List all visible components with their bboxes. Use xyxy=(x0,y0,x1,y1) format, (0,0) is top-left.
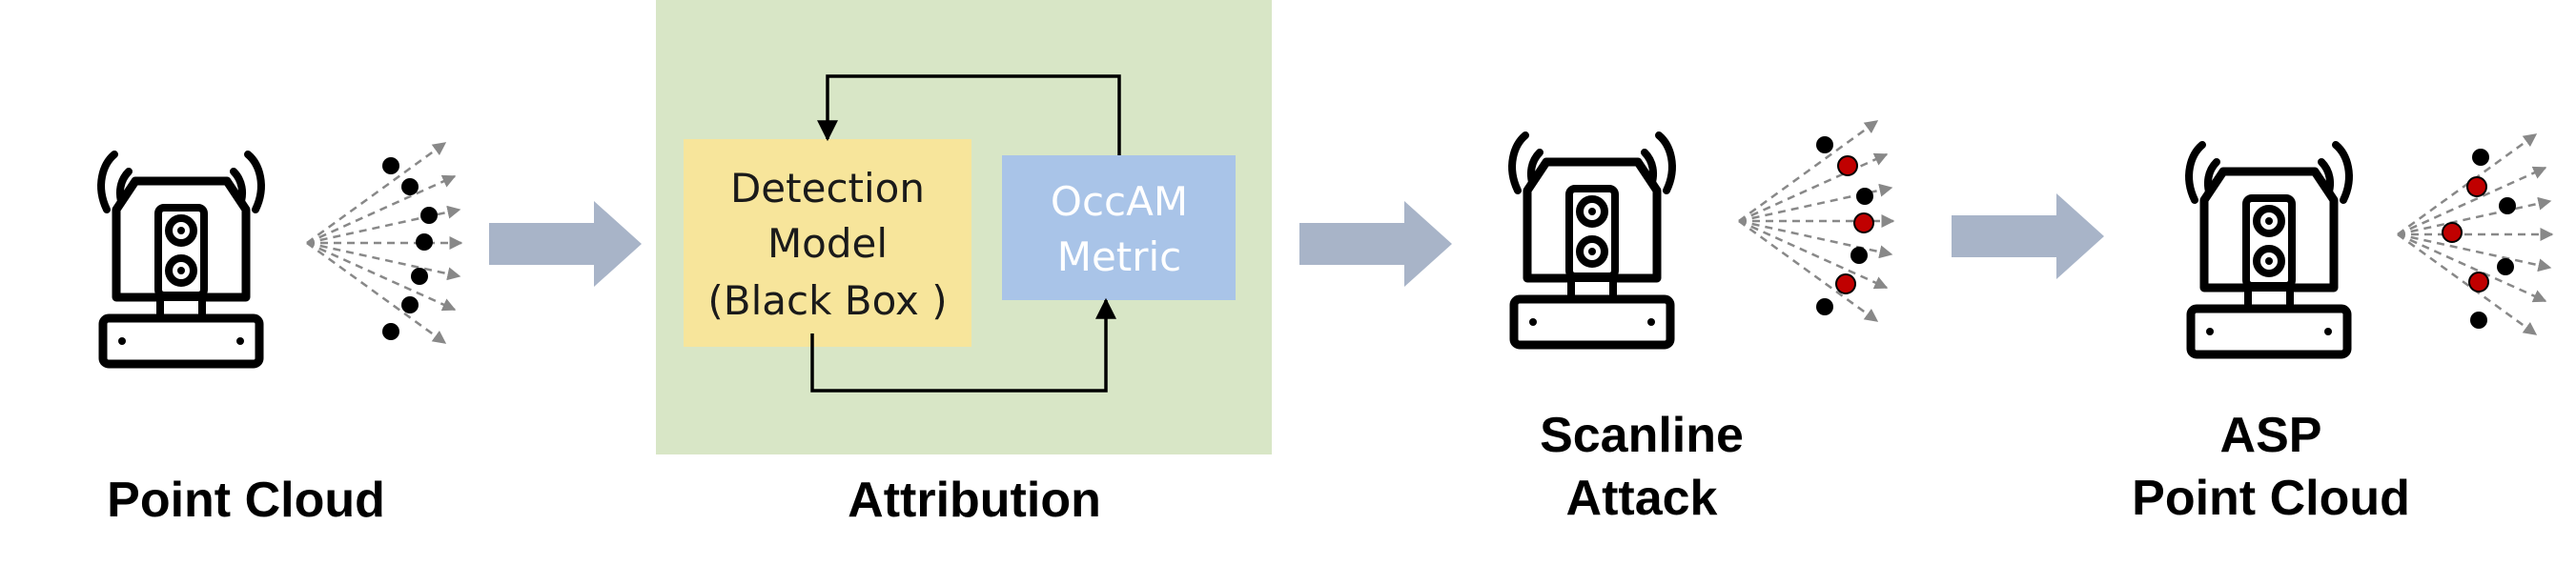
lidar-sensor-icon xyxy=(2189,145,2349,354)
attribution-label: Attribution xyxy=(848,473,1101,528)
feedback-arrow xyxy=(817,74,1121,155)
asp-label-line2: Point Cloud xyxy=(2132,471,2410,526)
laser-rays-icon xyxy=(2398,134,2552,334)
detection-model-line2: Model xyxy=(767,220,888,267)
asp-label-line1: ASP xyxy=(2220,408,2322,463)
point-cloud-label: Point Cloud xyxy=(107,473,385,528)
scanline-label-line2: Attack xyxy=(1566,471,1718,526)
flow-arrow-icon xyxy=(1952,193,2104,279)
flow-arrow-icon xyxy=(489,201,642,287)
lidar-sensor-icon xyxy=(101,154,261,364)
lidar-sensor-icon xyxy=(1512,135,1672,345)
laser-rays-icon xyxy=(1739,121,1893,321)
output-arrow xyxy=(810,297,1116,393)
flow-arrow-icon xyxy=(1299,201,1452,287)
occam-metric-line1: OccAM xyxy=(1051,178,1188,225)
stage-scanline-attack: Scanline Attack xyxy=(1512,121,1893,526)
occam-metric-line2: Metric xyxy=(1057,233,1182,280)
stage-point-cloud: Point Cloud xyxy=(101,143,461,528)
detection-model-box xyxy=(684,139,971,347)
stage-attribution: Detection Model (Black Box ) OccAM Metri… xyxy=(656,0,1272,528)
scanline-label-line1: Scanline xyxy=(1540,408,1744,463)
occam-metric-box xyxy=(1002,155,1236,300)
detection-model-line1: Detection xyxy=(730,165,925,212)
laser-rays-icon xyxy=(307,143,461,343)
stage-asp-point-cloud: ASP Point Cloud xyxy=(2132,134,2552,526)
detection-model-line3: (Black Box ) xyxy=(707,277,947,324)
